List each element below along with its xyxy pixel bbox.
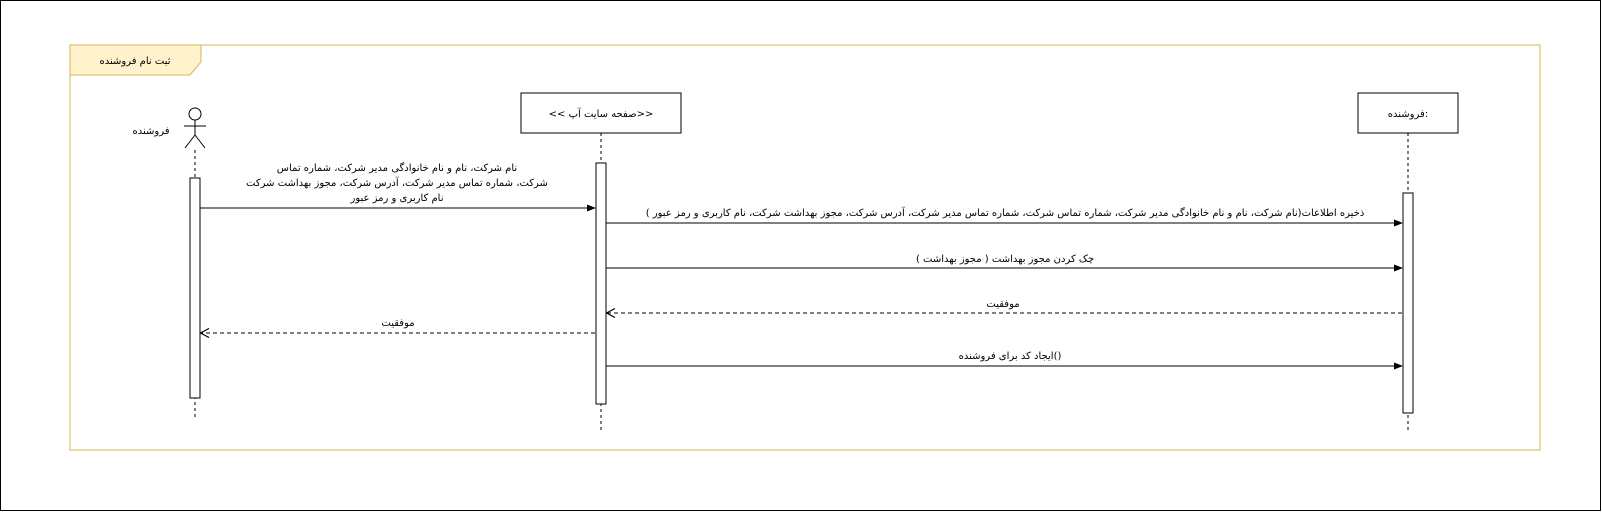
message-success-return-page[interactable]: موفقیت	[201, 318, 595, 333]
actor-leg-left	[184, 134, 196, 149]
actor-label: فروشنده	[132, 126, 169, 137]
message-register-info-line-2: شرکت، شماره تماس مدیر شرکت، آدرس شرکت، م…	[246, 176, 548, 189]
activation-actor	[189, 177, 201, 399]
frame-border	[69, 44, 1541, 451]
message-create-code-label: ایجاد کد برای فروشنده()	[959, 351, 1062, 362]
frame-title: ثبت نام فروشنده	[99, 56, 170, 67]
frame: ثبت نام فروشنده	[69, 44, 1541, 451]
message-save-info[interactable]: ذخیره اطلاعات(نام شرکت، نام و نام خانواد…	[606, 206, 1403, 227]
actor-seller[interactable]: فروشنده	[132, 107, 206, 149]
activation-seller	[1402, 192, 1414, 414]
actor-leg-right	[194, 134, 206, 149]
lifeline-seller-label: فروشنده:	[1388, 109, 1428, 120]
activation-page	[595, 162, 607, 405]
lifeline-seller-head[interactable]: فروشنده:	[1357, 92, 1459, 134]
frame-title-tab	[69, 44, 202, 76]
message-create-code[interactable]: ایجاد کد برای فروشنده()	[606, 351, 1403, 370]
message-register-info-line-3: نام کاربری و رمز عبور	[349, 193, 443, 204]
lifeline-page-head[interactable]: << صفحه سایت آپ>>	[520, 92, 682, 134]
message-check-license-label: چک کردن مجوز بهداشت ( مجوز بهداشت )	[916, 254, 1094, 265]
message-save-info-label: ذخیره اطلاعات(نام شرکت، نام و نام خانواد…	[646, 206, 1365, 219]
message-register-info[interactable]: نام شرکت، نام و نام خانوادگی مدیر شرکت، …	[200, 162, 596, 212]
message-register-info-line-1: نام شرکت، نام و نام خانوادگی مدیر شرکت، …	[277, 162, 517, 174]
lifeline-page-box	[520, 92, 682, 134]
lifeline-page-label: << صفحه سایت آپ>>	[549, 107, 654, 120]
message-success-return-seller[interactable]: موفقیت	[607, 299, 1402, 313]
message-success-return-seller-label: موفقیت	[986, 299, 1019, 310]
message-success-return-page-label: موفقیت	[381, 318, 414, 329]
actor-head	[188, 107, 202, 121]
message-check-license[interactable]: چک کردن مجوز بهداشت ( مجوز بهداشت )	[606, 254, 1403, 272]
